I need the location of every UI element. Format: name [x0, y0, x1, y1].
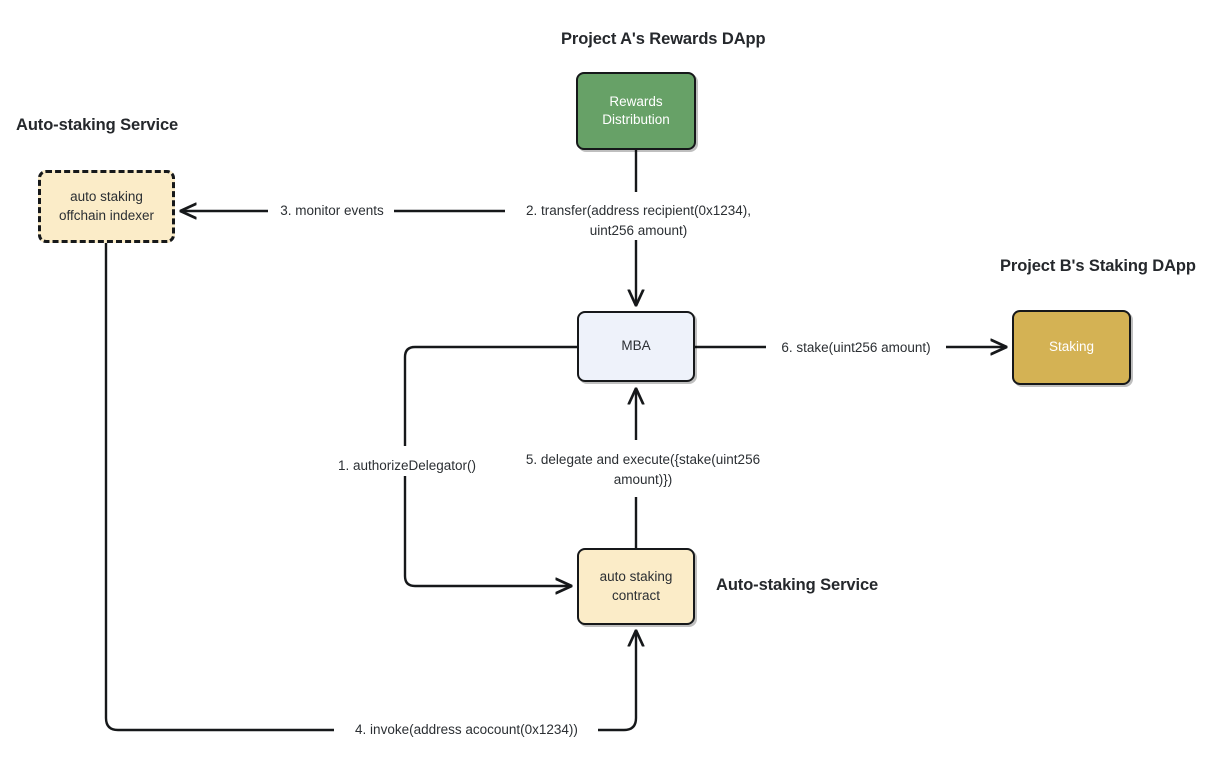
node-auto-staking-contract[interactable]: auto staking contract [577, 548, 695, 625]
connector-4-invoke-right [598, 631, 636, 732]
node-staking[interactable]: Staking [1012, 310, 1131, 385]
node-auto-staking-offchain-indexer-label: auto staking offchain indexer [58, 189, 155, 223]
group-title-auto-staking-service-bottom: Auto-staking Service [716, 576, 879, 594]
group-title-project-a-rewards-dapp: Project A's Rewards DApp [561, 30, 766, 48]
connector-4-invoke-left [104, 243, 334, 732]
node-auto-staking-contract-label: auto staking contract [599, 569, 673, 603]
group-title-project-b-staking-dapp: Project B's Staking DApp [1000, 257, 1196, 275]
node-mba-label: MBA [621, 338, 651, 354]
node-auto-staking-offchain-indexer[interactable]: auto staking offchain indexer [38, 170, 175, 243]
group-title-auto-staking-service-top: Auto-staking Service [16, 116, 179, 134]
node-rewards-distribution-label: Rewards Distribution [602, 93, 670, 127]
edge-label-5-delegate-execute: 5. delegate and execute({stake(uint256 a… [508, 450, 778, 490]
edge-label-6-stake: 6. stake(uint256 amount) [768, 338, 944, 358]
node-rewards-distribution[interactable]: Rewards Distribution [576, 72, 696, 150]
edge-label-4-invoke: 4. invoke(address acocount(0x1234)) [338, 720, 595, 740]
node-staking-label: Staking [1048, 339, 1095, 355]
edge-label-2-transfer: 2. transfer(address recipient(0x1234), u… [505, 201, 772, 241]
edge-label-3-monitor-events: 3. monitor events [272, 201, 392, 221]
connector-1-authorize-delegator-upper [403, 345, 577, 446]
node-mba[interactable]: MBA [577, 311, 695, 382]
edge-label-1-authorize-delegator: 1. authorizeDelegator() [325, 456, 489, 476]
